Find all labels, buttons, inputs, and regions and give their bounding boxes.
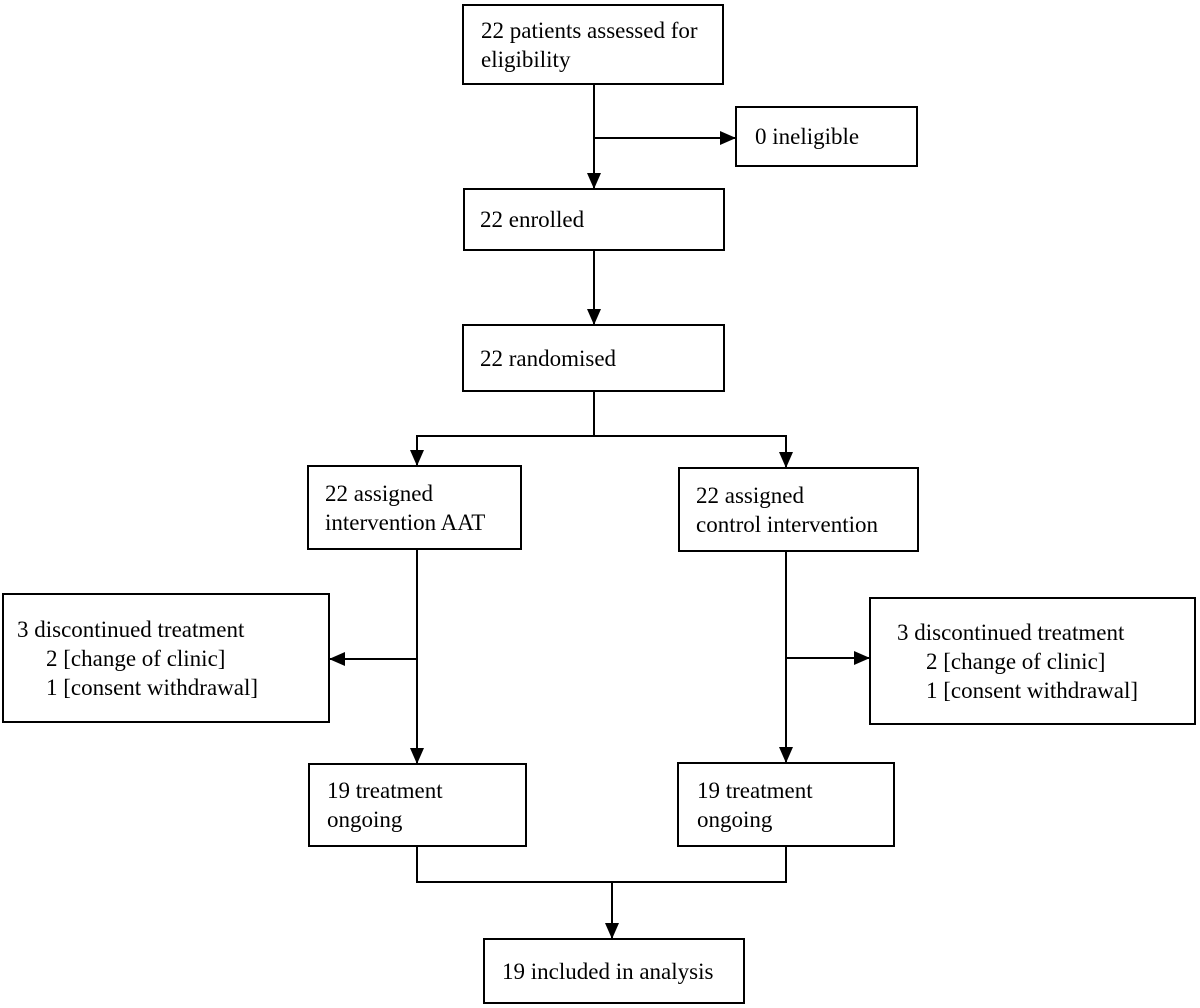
node-text: intervention AAT — [325, 509, 486, 535]
node-text: 2 [change of clinic] — [46, 645, 226, 671]
node-text: 22 assigned — [325, 480, 433, 506]
node-text: 19 included in analysis — [502, 958, 714, 984]
node-text: ongoing — [697, 806, 773, 832]
node-discontinued-treatment-control: 3 discontinued treatment 2 [change of cl… — [869, 597, 1196, 725]
node-text: 22 assigned — [696, 482, 804, 508]
node-text: 22 enrolled — [480, 207, 585, 232]
node-text: 0 ineligible — [755, 124, 860, 149]
node-text: 1 [consent withdrawal] — [46, 674, 259, 700]
node-assessed-for-eligibility: 22 patients assessed for eligibility — [462, 4, 724, 85]
node-discontinued-treatment-aat: 3 discontinued treatment 2 [change of cl… — [2, 593, 330, 723]
node-text: ongoing — [327, 807, 403, 832]
node-assigned-control-intervention: 22 assigned control intervention — [678, 467, 919, 552]
node-enrolled: 22 enrolled — [463, 188, 725, 251]
node-text: 22 randomised — [480, 345, 617, 371]
node-text: 3 discontinued treatment — [17, 616, 245, 642]
node-text: 22 patients assessed for — [481, 17, 698, 43]
node-text: eligibility — [481, 46, 571, 72]
node-text: 3 discontinued treatment — [897, 619, 1125, 645]
node-text: 1 [consent withdrawal] — [926, 677, 1139, 703]
node-randomised: 22 randomised — [462, 324, 725, 392]
node-text: 2 [change of clinic] — [926, 648, 1106, 674]
node-text: control intervention — [696, 511, 879, 537]
node-assigned-intervention-aat: 22 assigned intervention AAT — [307, 465, 522, 550]
node-ineligible: 0 ineligible — [735, 106, 918, 167]
node-treatment-ongoing-aat: 19 treatment ongoing — [308, 763, 527, 847]
node-text: 19 treatment — [327, 778, 443, 803]
node-included-in-analysis: 19 included in analysis — [483, 938, 745, 1004]
node-treatment-ongoing-control: 19 treatment ongoing — [677, 762, 895, 847]
node-text: 19 treatment — [697, 777, 813, 803]
